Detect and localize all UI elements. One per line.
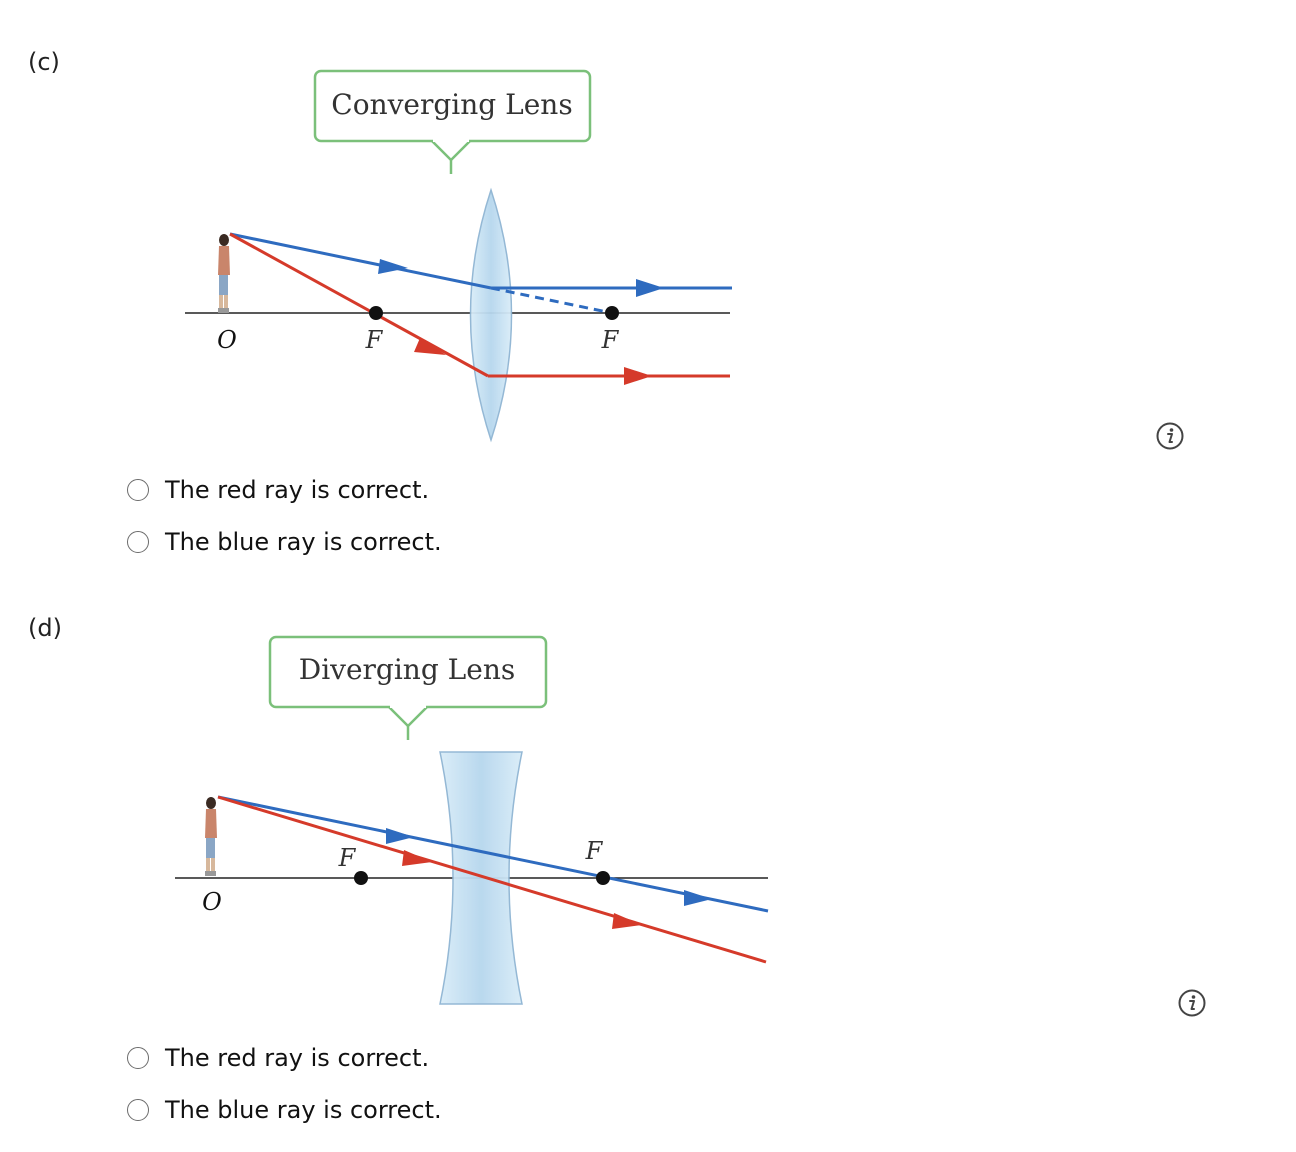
part-c-label: (c) <box>28 48 60 76</box>
object-figure-c <box>218 234 230 313</box>
info-icon[interactable] <box>1155 421 1185 451</box>
radio-blue-ray-d[interactable] <box>127 1099 149 1121</box>
radio-red-ray-c[interactable] <box>127 479 149 501</box>
focal-label-right-c: F <box>601 326 620 354</box>
option-label: The red ray is correct. <box>165 1044 430 1072</box>
option-blue-ray-d[interactable]: The blue ray is correct. <box>127 1096 442 1124</box>
radio-blue-ray-c[interactable] <box>127 531 149 553</box>
option-red-ray-d[interactable]: The red ray is correct. <box>127 1044 429 1072</box>
focal-point-right-c <box>605 306 619 320</box>
part-d-label: (d) <box>28 614 62 642</box>
option-label: The blue ray is correct. <box>165 1096 442 1124</box>
radio-red-ray-d[interactable] <box>127 1047 149 1069</box>
diverging-lens <box>439 751 523 1005</box>
focal-point-left-d <box>354 871 368 885</box>
converging-lens <box>469 187 513 443</box>
diverging-callout-text: Diverging Lens <box>299 653 515 686</box>
blue-ray-c <box>229 232 732 315</box>
focal-label-right-d: F <box>585 837 604 865</box>
object-figure-d <box>205 797 217 876</box>
option-label: The blue ray is correct. <box>165 528 442 556</box>
option-red-ray-c[interactable]: The red ray is correct. <box>127 476 429 504</box>
focal-label-left-c: F <box>365 326 384 354</box>
object-label-c: O <box>217 326 237 354</box>
blue-ray-d <box>217 795 769 913</box>
focal-point-right-d <box>596 871 610 885</box>
option-label: The red ray is correct. <box>165 476 430 504</box>
diverging-callout: Diverging Lens <box>268 635 548 740</box>
red-ray-c <box>229 232 730 385</box>
red-ray-d <box>217 795 767 964</box>
focal-point-left-c <box>369 306 383 320</box>
converging-callout: Converging Lens <box>313 69 592 174</box>
info-icon[interactable] <box>1177 988 1207 1018</box>
converging-callout-text: Converging Lens <box>331 88 572 121</box>
object-label-d: O <box>202 888 222 916</box>
option-blue-ray-c[interactable]: The blue ray is correct. <box>127 528 442 556</box>
focal-label-left-d: F <box>338 844 357 872</box>
